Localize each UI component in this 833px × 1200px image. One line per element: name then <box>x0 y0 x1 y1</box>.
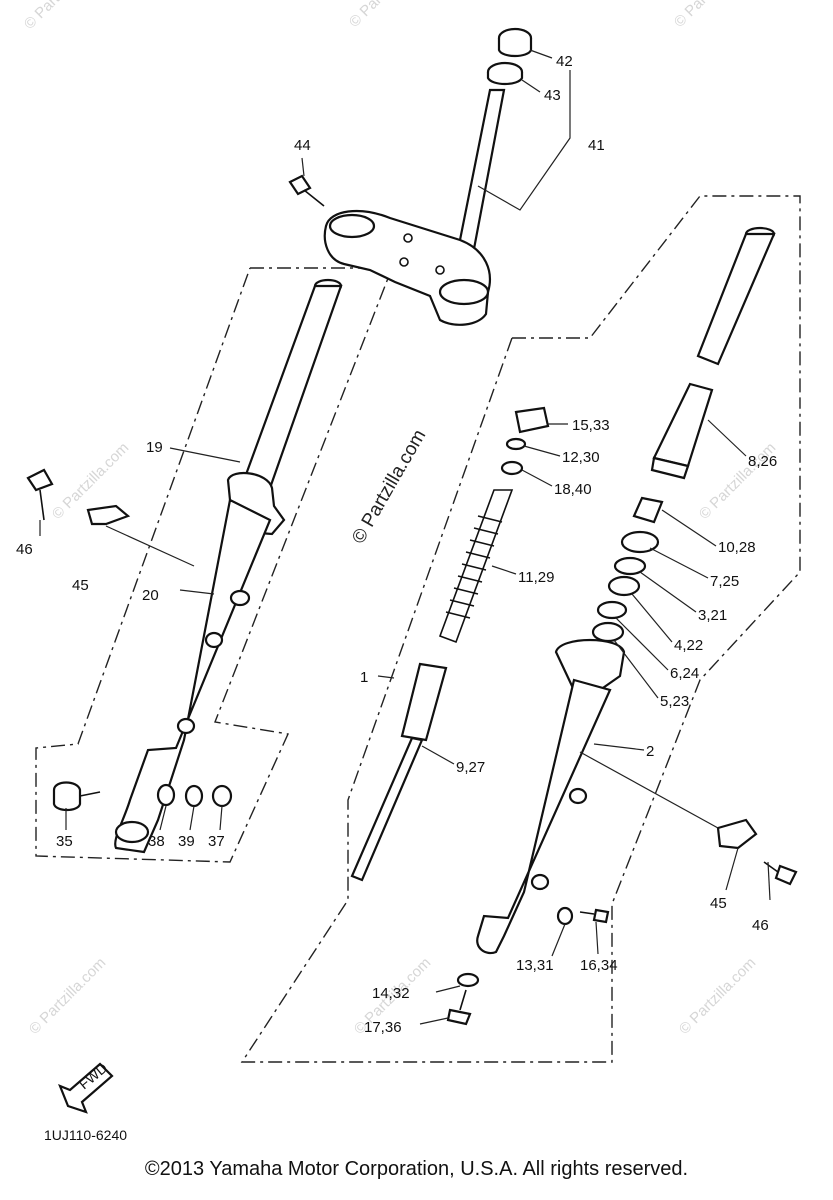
spring-11 <box>438 489 514 644</box>
right-inner-tube-lower <box>652 382 714 468</box>
callout-39: 39 <box>178 833 195 850</box>
right-fork-boss-1 <box>568 787 588 805</box>
left-fork-boss-1 <box>229 589 251 607</box>
callout-46-right: 46 <box>752 917 769 934</box>
callout-46-left: 46 <box>16 541 33 558</box>
callout-1: 1 <box>360 669 368 686</box>
right-inner-tube-stack <box>591 226 776 643</box>
right-bolt-46-head <box>774 864 798 886</box>
clip-3 <box>613 556 647 576</box>
callout-19: 19 <box>146 439 163 456</box>
washer-39 <box>184 784 204 808</box>
callout-38: 38 <box>148 833 165 850</box>
callout-labels: 42 43 41 44 19 20 46 45 35 38 39 37 1 2 … <box>16 53 777 1036</box>
right-fork-internals <box>350 406 550 882</box>
ring-nut-and-washer <box>486 27 533 86</box>
callout-15-33: 15,33 <box>572 417 610 434</box>
left-bolt-46-head <box>26 468 54 492</box>
oil-seal-4 <box>607 575 641 597</box>
callout-6-24: 6,24 <box>670 665 699 682</box>
o-ring-12 <box>505 437 527 451</box>
nut-37 <box>211 784 233 808</box>
bushing-10 <box>632 496 664 524</box>
callout-41: 41 <box>588 137 605 154</box>
washer-6 <box>596 600 628 620</box>
damper-rod-9 <box>350 736 424 882</box>
bolt-35 <box>52 781 82 812</box>
copyright-notice: ©2013 Yamaha Motor Corporation, U.S.A. A… <box>144 1158 689 1180</box>
left-fork-boss-3 <box>176 717 196 735</box>
callout-10-28: 10,28 <box>718 539 756 556</box>
bracket-hole-left <box>328 213 376 239</box>
watermark-bottom-right: © Partzilla.com <box>676 954 759 1037</box>
right-fork-boss-2 <box>530 873 550 891</box>
right-outer-tube <box>476 638 626 955</box>
right-outer-tube-top <box>554 638 626 692</box>
left-inner-tube <box>242 284 343 490</box>
callout-37: 37 <box>208 833 225 850</box>
washer-13 <box>556 906 574 926</box>
left-axle-hardware <box>52 781 233 812</box>
watermarks: © Partzilla.com © Partzilla.com © Partzi… <box>21 0 779 1038</box>
right-outer-tube-body <box>476 678 612 955</box>
watermark-top-left: © Partzilla.com <box>21 0 104 33</box>
steering-stem-assembly <box>323 88 506 326</box>
left-axle-holder <box>114 820 150 844</box>
slide-bushing-8 <box>650 456 690 480</box>
ring-nut-body <box>497 38 533 58</box>
watermark-top-right: © Partzilla.com <box>671 0 754 31</box>
callout-14-32: 14,32 <box>372 985 410 1002</box>
right-inner-tube-upper <box>696 232 776 366</box>
right-lower-hardware <box>446 906 610 1026</box>
left-fork-assembly <box>114 278 343 854</box>
right-bracket-and-bolt <box>716 818 798 886</box>
fwd-arrow: FWD <box>58 1060 114 1114</box>
fwd-arrow-icon <box>58 1062 114 1114</box>
damper-rod-top <box>400 662 448 742</box>
callout-7-25: 7,25 <box>710 573 739 590</box>
spacer-18 <box>500 460 524 476</box>
bolt-17-head <box>446 1008 472 1026</box>
group-outlines <box>35 195 801 1063</box>
watermark-bottom-left: © Partzilla.com <box>26 954 109 1037</box>
left-fork-boss-2 <box>204 631 224 649</box>
callout-13-31: 13,31 <box>516 957 554 974</box>
washer-38 <box>156 783 176 807</box>
callout-18-40: 18,40 <box>554 481 592 498</box>
left-bracket-45 <box>86 504 131 526</box>
callout-2: 2 <box>646 743 654 760</box>
callout-42: 42 <box>556 53 573 70</box>
left-bracket-and-bolt <box>26 468 131 526</box>
callout-9-27: 9,27 <box>456 759 485 776</box>
watermark-center: © Partzilla.com <box>348 426 430 547</box>
callout-35: 35 <box>56 833 73 850</box>
diagram-code: 1UJ110-6240 <box>44 1127 127 1143</box>
gasket-14 <box>456 972 480 988</box>
callout-45-left: 45 <box>72 577 89 594</box>
bolt-16-head <box>592 908 610 924</box>
callout-4-22: 4,22 <box>674 637 703 654</box>
cap-bolt-15 <box>514 406 550 434</box>
bracket-hole-right <box>438 278 490 306</box>
callout-44: 44 <box>294 137 311 154</box>
callout-17-36: 17,36 <box>364 1019 402 1036</box>
watermark-top-mid: © Partzilla.com <box>346 0 429 31</box>
bolt-44-head <box>288 174 312 196</box>
dust-seal-7 <box>620 530 660 554</box>
right-bracket-45 <box>716 818 758 850</box>
callout-43: 43 <box>544 87 561 104</box>
callout-11-29: 11,29 <box>518 569 554 586</box>
callout-20: 20 <box>142 587 159 604</box>
callout-12-30: 12,30 <box>562 449 600 466</box>
callout-3-21: 3,21 <box>698 607 727 624</box>
callout-16-34: 16,34 <box>580 957 618 974</box>
callout-8-26: 8,26 <box>748 453 777 470</box>
callout-5-23: 5,23 <box>660 693 689 710</box>
watermark-right-mid: © Partzilla.com <box>696 439 779 522</box>
callout-45-right: 45 <box>710 895 727 912</box>
bushing-5 <box>591 621 625 643</box>
leader-lines <box>39 49 771 1025</box>
bolt-44 <box>288 174 325 207</box>
